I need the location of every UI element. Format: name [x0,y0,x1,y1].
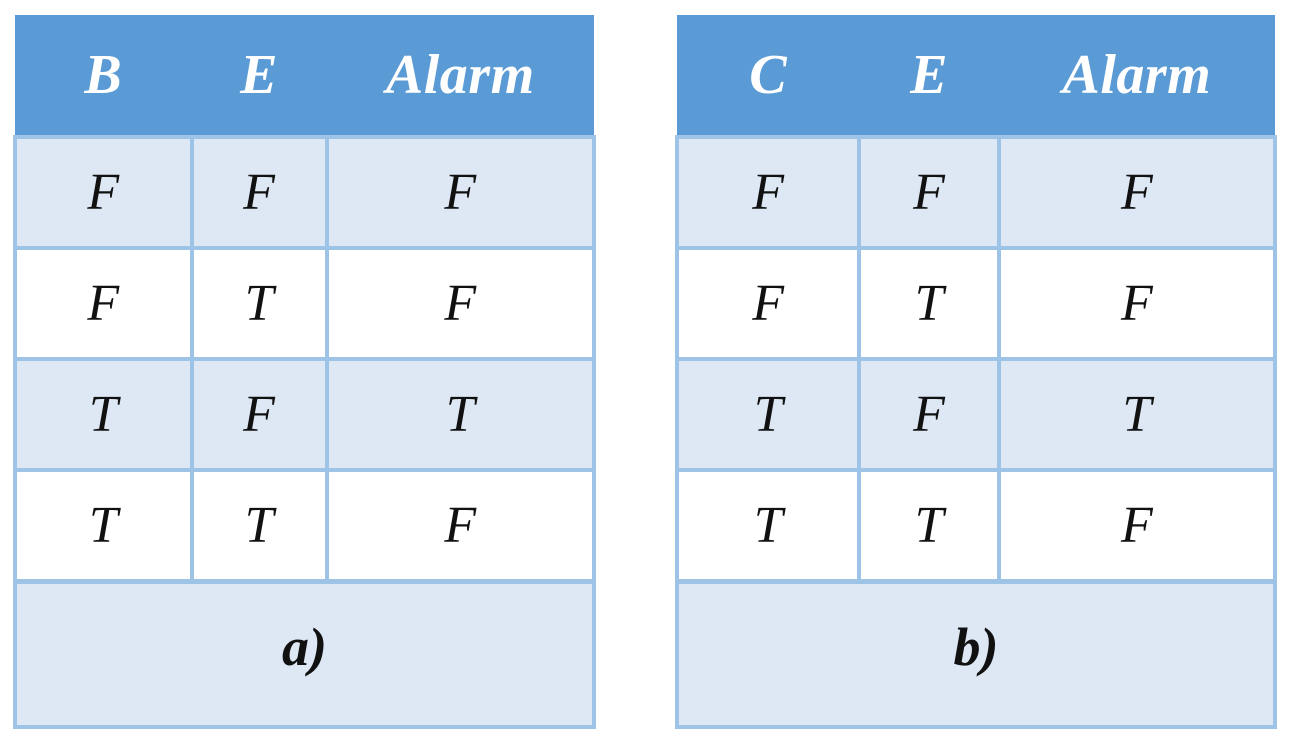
cell-c: F [674,246,862,359]
table-a-footer: a) [13,579,596,729]
table-b-header: C E Alarm [677,15,1275,137]
cell-e: T [189,246,329,359]
table-row: T F T [674,357,1278,470]
column-header-c: C [749,44,788,106]
table-caption-b: b) [675,579,1277,729]
table-row: T T F [13,468,596,582]
cell-alarm: F [324,246,596,359]
cell-b: F [13,135,194,248]
header-row: C E Alarm [677,15,1275,137]
caption-row: b) [675,579,1277,729]
cell-e: T [857,246,1001,359]
caption-row: a) [13,579,596,729]
table-row: F F F [13,135,596,248]
cell-c: F [674,135,862,248]
cell-alarm: F [996,135,1278,248]
cell-b: T [13,468,194,582]
column-header-alarm: Alarm [1062,44,1212,106]
cell-e: F [857,135,1001,248]
cell-c: T [674,468,862,582]
table-row: F T F [13,246,596,359]
cell-alarm: F [324,468,596,582]
table-a-body: F F F F T F T F T T T F [13,135,596,582]
table-row: T F T [13,357,596,470]
table-b-footer: b) [675,579,1277,729]
cell-alarm: F [996,468,1278,582]
table-row: F F F [674,135,1278,248]
cell-e: F [189,135,329,248]
truth-table-a: B E Alarm F F F F T F T F T T [13,15,596,729]
cell-alarm: F [324,135,596,248]
cell-b: T [13,357,194,470]
column-header-e: E [910,44,948,106]
truth-table-b: C E Alarm F F F F T F T F T T [674,15,1278,729]
table-b-body: F F F F T F T F T T T F [674,135,1278,582]
header-row: B E Alarm [15,15,594,137]
cell-e: F [189,357,329,470]
cell-e: F [857,357,1001,470]
table-row: T T F [674,468,1278,582]
table-caption-a: a) [13,579,596,729]
cell-alarm: F [996,246,1278,359]
table-row: F T F [674,246,1278,359]
cell-alarm: T [324,357,596,470]
cell-alarm: T [996,357,1278,470]
cell-b: F [13,246,194,359]
column-header-b: B [84,44,123,106]
column-header-alarm: Alarm [385,44,535,106]
cell-e: T [857,468,1001,582]
cell-e: T [189,468,329,582]
cell-c: T [674,357,862,470]
table-a-header: B E Alarm [15,15,594,137]
column-header-e: E [240,44,278,106]
